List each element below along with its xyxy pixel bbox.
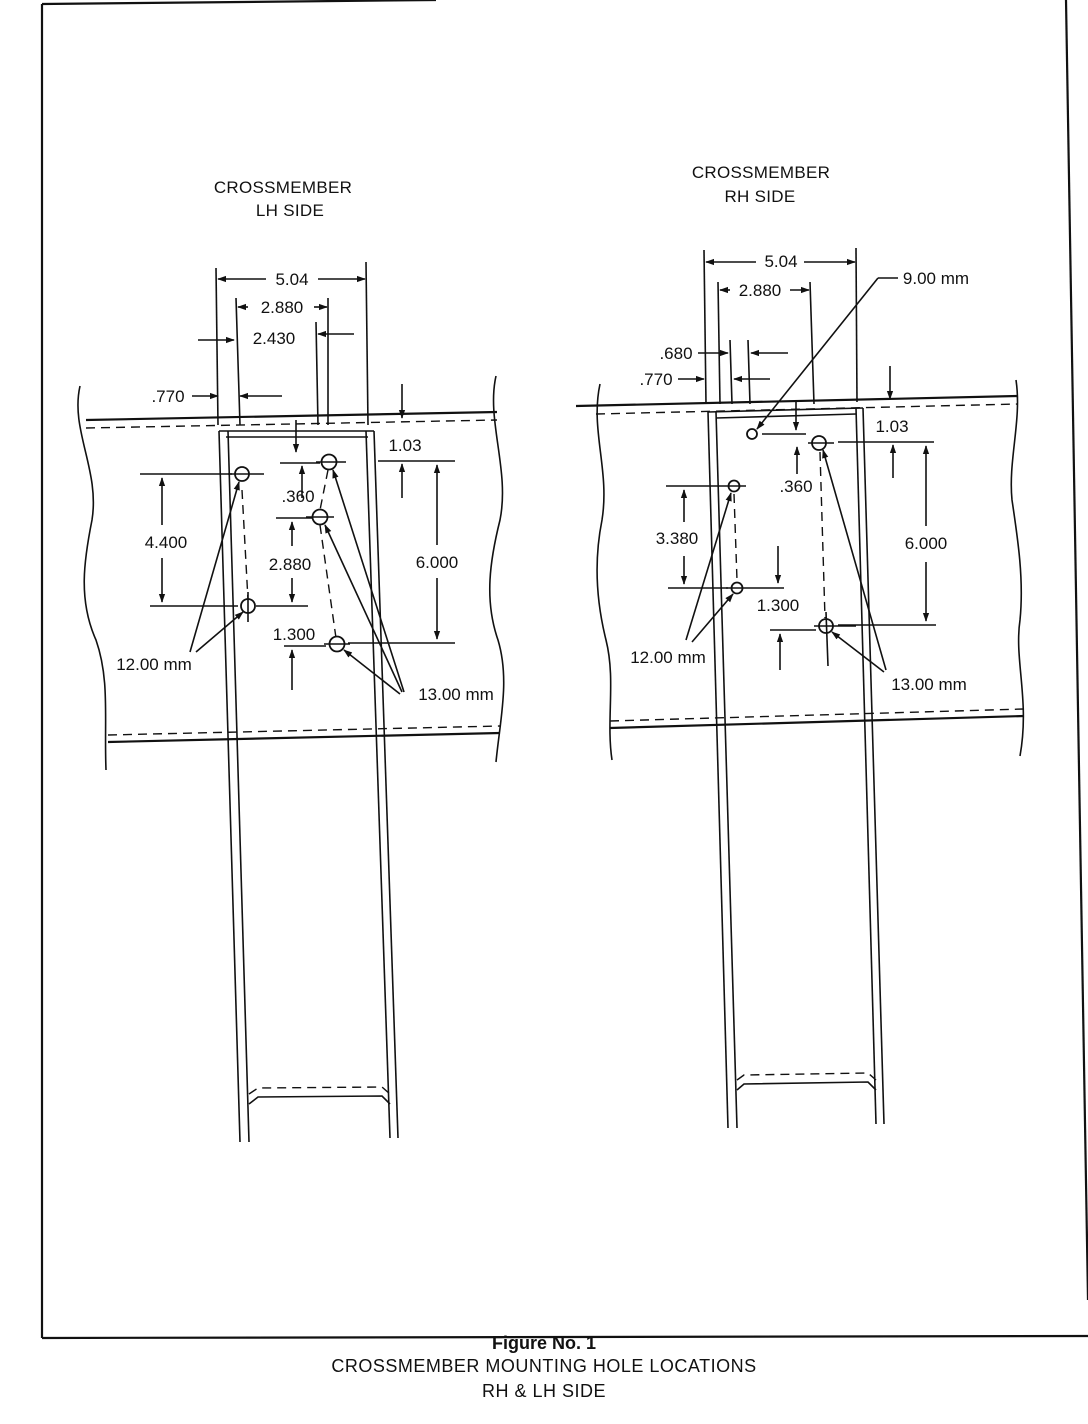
lh-hole-13mm-label: 13.00 mm xyxy=(418,685,494,704)
lh-centerlines xyxy=(241,469,337,639)
lh-title-line1: CROSSMEMBER xyxy=(214,178,352,197)
rh-centerlines xyxy=(733,451,826,619)
rh-dim-3380: 3.380 xyxy=(656,529,699,548)
lh-dim-504: 5.04 xyxy=(275,270,308,289)
rh-hole-13mm-label: 13.00 mm xyxy=(891,675,967,694)
figure-caption-line1: CROSSMEMBER MOUNTING HOLE LOCATIONS xyxy=(331,1356,757,1376)
lh-dim-103: 1.03 xyxy=(388,436,421,455)
figure-caption-line2: RH & LH SIDE xyxy=(481,1381,607,1401)
lh-dim-2880-mid: 2.880 xyxy=(269,555,312,574)
figure-title: Figure No. 1 xyxy=(491,1333,596,1353)
rh-hole-12mm-label: 12.00 mm xyxy=(630,648,706,667)
rh-title-line1: CROSSMEMBER xyxy=(692,163,830,182)
rh-dim-770: .770 xyxy=(639,370,672,389)
rh-panel: CROSSMEMBER RH SIDE 5.04 2.880 9.00 mm .… xyxy=(575,163,1025,1129)
lh-dim-360: .360 xyxy=(281,487,314,506)
lh-dim-6000: 6.000 xyxy=(416,553,459,572)
lh-dim-2430: 2.430 xyxy=(253,329,296,348)
lh-dim-4400: 4.400 xyxy=(145,533,188,552)
rh-dim-680: .680 xyxy=(659,344,692,363)
lh-frame-rail xyxy=(77,375,505,771)
lh-dimensions xyxy=(140,261,455,695)
rh-hole-9mm-label: 9.00 mm xyxy=(903,269,969,288)
page-frame xyxy=(40,0,1088,1340)
lh-panel: CROSSMEMBER LH SIDE 5.04 2.880 2.430 .77… xyxy=(77,178,505,1143)
rh-dimensions xyxy=(666,247,936,673)
rh-dim-1300: 1.300 xyxy=(757,596,800,615)
lh-dim-2880-top: 2.880 xyxy=(261,298,304,317)
lh-dim-1300: 1.300 xyxy=(273,625,316,644)
lh-title-line2: LH SIDE xyxy=(256,201,324,220)
lh-crossmember xyxy=(218,430,399,1143)
rh-dim-360: .360 xyxy=(779,477,812,496)
rh-dim-103: 1.03 xyxy=(875,417,908,436)
lh-dim-770: .770 xyxy=(151,387,184,406)
rh-hole-9mm xyxy=(746,428,758,440)
lh-holes xyxy=(234,453,346,653)
rh-dim-6000: 6.000 xyxy=(905,534,948,553)
rh-frame-rail xyxy=(575,379,1025,761)
rh-title-line2: RH SIDE xyxy=(724,187,795,206)
lh-hole-12mm-label: 12.00 mm xyxy=(116,655,192,674)
rh-dim-2880-top: 2.880 xyxy=(739,281,782,300)
rh-dim-504: 5.04 xyxy=(764,252,797,271)
